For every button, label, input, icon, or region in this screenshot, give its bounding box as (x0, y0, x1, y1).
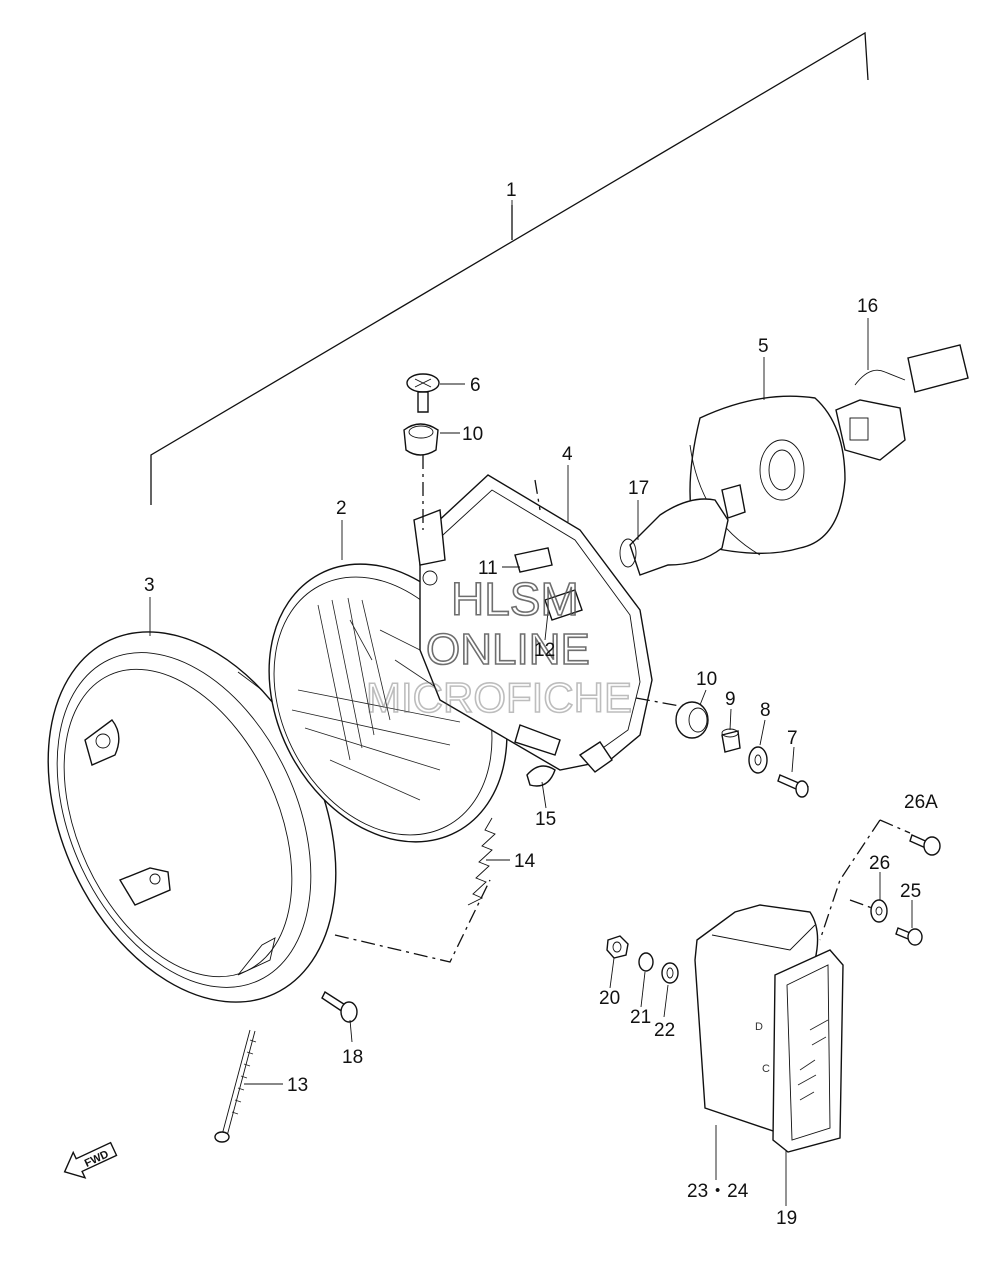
callout-6: 6 (470, 375, 481, 396)
callout-7: 7 (787, 728, 798, 749)
callout-20: 20 (599, 988, 620, 1009)
callout-8: 8 (760, 700, 771, 721)
callout-10-upper: 10 (462, 424, 483, 445)
grommet-10-upper (403, 423, 439, 456)
callout-19: 19 (776, 1208, 797, 1229)
callout-13: 13 (287, 1075, 308, 1096)
callout-15: 15 (535, 809, 556, 830)
callout-21: 21 (630, 1007, 651, 1028)
watermark-line-1: HLSM (451, 573, 579, 625)
mounting-bracket (413, 474, 653, 773)
callout-11: 11 (478, 558, 498, 579)
callout-2: 2 (336, 498, 347, 519)
callout-26a: 26A (904, 792, 938, 813)
bolt-18 (321, 990, 358, 1023)
watermark-line-3: MICROFICHE (366, 674, 632, 721)
callout-18: 18 (342, 1047, 363, 1068)
callout-9: 9 (725, 689, 736, 710)
adjuster-clip (514, 547, 583, 621)
forward-direction-arrow: FWD (63, 1141, 118, 1179)
callout-3: 3 (144, 575, 155, 596)
callout-14: 14 (514, 851, 536, 872)
adjust-screw-13 (214, 1029, 257, 1143)
callout-5: 5 (758, 336, 769, 357)
watermark: HLSM ONLINE MICROFICHE (365, 572, 633, 722)
callout-23-24: 23・24 (687, 1181, 749, 1202)
screw-6 (406, 373, 440, 413)
washer-22 (661, 962, 679, 984)
wire-connector (835, 344, 969, 461)
callout-16: 16 (857, 296, 878, 317)
headlight-housing-rim (47, 631, 337, 1003)
screw-25 (895, 927, 923, 946)
washer-26 (870, 899, 888, 923)
callout-labels: 1 2 3 4 5 6 7 8 9 10 10 11 12 13 14 15 1… (144, 180, 938, 1229)
reflector-lens (772, 949, 844, 1153)
callout-4: 4 (562, 444, 573, 465)
assembly-lines (334, 455, 911, 963)
reflector-mark-c: C (762, 1063, 770, 1075)
headlight-bulb (619, 484, 746, 576)
grommet-10-right (675, 701, 709, 739)
screw-26a (909, 834, 941, 856)
callout-10-right: 10 (696, 669, 717, 690)
callout-17: 17 (628, 478, 649, 499)
nut-20 (606, 935, 629, 959)
washer-8 (748, 746, 768, 774)
collar-9 (721, 728, 741, 753)
leader-lines (149, 200, 913, 1206)
reflector-mark-d: D (755, 1021, 763, 1033)
fwd-label: FWD (83, 1148, 111, 1169)
washer-21 (638, 952, 654, 972)
callout-1: 1 (506, 180, 517, 201)
bolt-7 (777, 774, 809, 798)
callout-25: 25 (900, 881, 921, 902)
spring-14 (467, 817, 496, 906)
watermark-line-2: ONLINE (426, 625, 590, 674)
callout-12: 12 (534, 640, 555, 661)
clip-15 (526, 765, 556, 787)
callout-26: 26 (869, 853, 890, 874)
callout-22: 22 (654, 1020, 675, 1041)
